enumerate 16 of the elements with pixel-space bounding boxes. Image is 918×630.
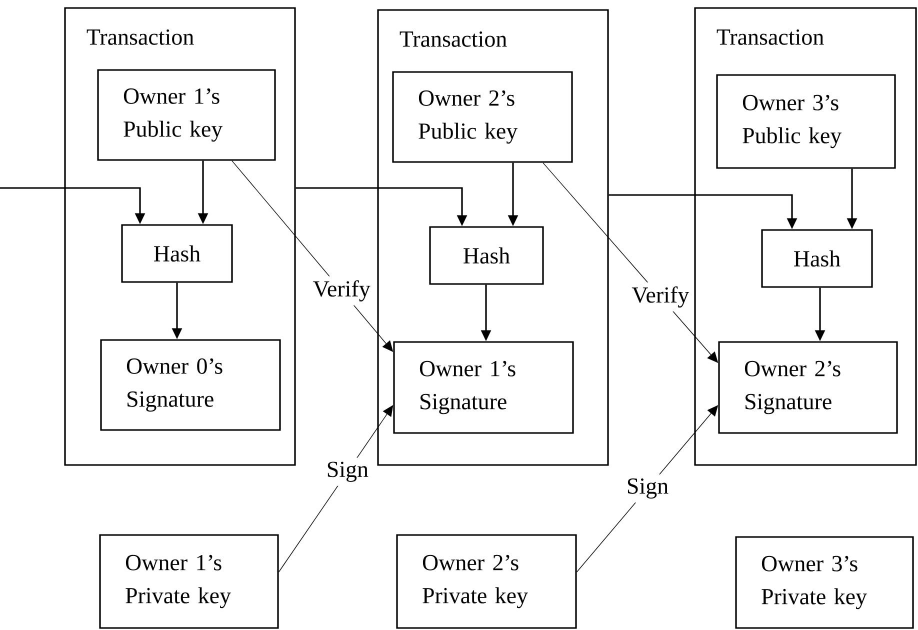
edge-label: Verify [308,276,374,306]
key-box: Owner 3’s Private key [735,536,914,629]
key-box: Owner 2’s Signature [718,341,898,434]
edge-label: Sign [322,458,373,486]
key-box: Owner 1’s Private key [99,534,279,629]
key-box: Owner 2’s Public key [392,71,573,163]
key-box: Owner 1’s Signature [393,341,574,434]
key-box: Owner 2’s Private key [396,534,577,629]
hash-box: Hash [121,224,233,283]
edge-label: Verify [628,282,694,312]
key-box: Owner 1’s Public key [97,69,276,161]
key-box: Owner 3’s Public key [716,74,896,169]
hash-box: Hash [429,226,544,285]
key-box: Owner 0’s Signature [100,339,281,431]
edge-label: Sign [622,474,673,503]
hash-box: Hash [761,229,873,288]
